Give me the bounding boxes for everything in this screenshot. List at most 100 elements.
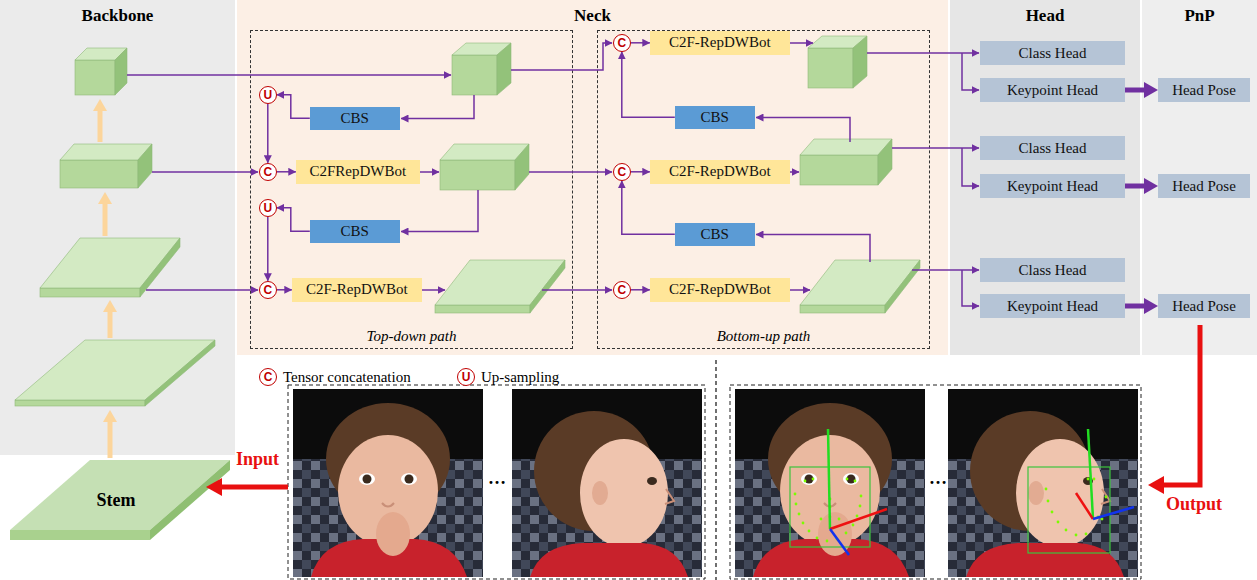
keypoint-head-box: Keypoint Head: [980, 294, 1125, 318]
concat-node: C: [613, 34, 631, 52]
group-label: Top-down path: [367, 328, 457, 345]
output-arrow: [1162, 325, 1200, 485]
pose-arrow: [1125, 88, 1146, 93]
input-photo: [293, 389, 483, 577]
upsample-node: U: [259, 86, 277, 104]
cbs-block: CBS: [310, 220, 400, 243]
block-label: Head Pose: [1172, 298, 1236, 315]
pose-arrow: [1125, 184, 1146, 189]
c2f-block: C2FRepDWBot: [296, 160, 420, 184]
group-label: Bottom-up path: [717, 328, 811, 345]
path-group: Top-down pathCBSUCC2FRepDWBotCBSUCC2F-Re…: [250, 30, 573, 349]
block-label: CBS: [701, 109, 729, 126]
flow-connector: [631, 171, 650, 173]
flow-connector: [622, 181, 675, 235]
flow-connector: [277, 171, 296, 173]
flow-connector: [277, 208, 310, 232]
panel-title: Backbone: [82, 6, 154, 26]
block-label: Keypoint Head: [1007, 178, 1098, 195]
flow-connector: [631, 42, 650, 44]
block-label: Stem: [97, 490, 136, 511]
block-label: Keypoint Head: [1007, 298, 1098, 315]
c2f-block: C2F-RepDWBot: [292, 278, 422, 302]
concat-node: C: [259, 281, 277, 299]
op-letter: C: [264, 371, 273, 383]
head-pose-box: Head Pose: [1158, 174, 1250, 198]
flow-connector: [622, 52, 675, 118]
op-letter: C: [617, 166, 626, 178]
input-photo: [512, 389, 702, 577]
feature-map: [15, 48, 215, 406]
block-label: Head Pose: [1172, 178, 1236, 195]
flow-label: Input: [236, 449, 279, 470]
feature-map: [435, 36, 920, 313]
head-pose-box: Head Pose: [1158, 78, 1250, 102]
flow-connector: [267, 217, 269, 281]
op-letter: C: [263, 166, 272, 178]
concat-node: C: [259, 163, 277, 181]
output-photo: [948, 389, 1138, 577]
cbs-block: CBS: [675, 223, 755, 246]
block-label: C2F-RepDWBot: [306, 281, 408, 298]
op-letter: U: [263, 202, 272, 214]
block-label: C2F-RepDWBot: [669, 163, 771, 180]
path-group: Bottom-up pathCC2F-RepDWBotCBSCC2F-RepDW…: [597, 30, 930, 349]
legend-item: U Up-sampling: [457, 368, 559, 386]
block-label: CBS: [341, 110, 369, 127]
feature-wire: [127, 43, 979, 306]
head-pose-box: Head Pose: [1158, 294, 1250, 318]
output-photo: [735, 389, 925, 577]
pnp-panel: PnPHead PoseHead PoseHead Pose: [1142, 0, 1257, 355]
c2f-block: C2F-RepDWBot: [650, 278, 790, 302]
ellipsis: …: [929, 468, 947, 489]
separator: [715, 360, 716, 580]
class-head-box: Class Head: [980, 136, 1125, 160]
cbs-block: CBS: [675, 106, 755, 129]
neck-panel: NeckTop-down pathCBSUCC2FRepDWBotCBSUCC2…: [237, 0, 948, 355]
legend-text: Tensor concatenation: [283, 369, 411, 386]
backbone-panel: Backbone: [0, 0, 235, 455]
class-head-box: Class Head: [980, 41, 1125, 65]
block-label: C2F-RepDWBot: [669, 281, 771, 298]
pose-arrow: [1125, 304, 1146, 309]
legend-text: Up-sampling: [481, 369, 559, 386]
legend-sample: U: [457, 368, 475, 386]
ellipsis: …: [488, 468, 506, 489]
flow-arrow: [100, 109, 110, 458]
legend-sample: C: [259, 368, 277, 386]
panel-title: PnP: [1184, 6, 1214, 26]
legend-item: C Tensor concatenation: [259, 368, 411, 386]
op-letter: U: [462, 371, 471, 383]
panel-title: Neck: [574, 6, 611, 26]
class-head-box: Class Head: [980, 258, 1125, 282]
op-letter: U: [263, 89, 272, 101]
concat-node: C: [613, 163, 631, 181]
keypoint-head-box: Keypoint Head: [980, 174, 1125, 198]
block-label: Class Head: [1019, 45, 1087, 62]
op-letter: C: [617, 37, 626, 49]
block-label: Class Head: [1019, 140, 1087, 157]
upsample-node: U: [259, 199, 277, 217]
flow-connector: [267, 104, 269, 163]
c2f-block: C2F-RepDWBot: [650, 31, 790, 55]
block-label: Head Pose: [1172, 82, 1236, 99]
keypoint-head-box: Keypoint Head: [980, 78, 1125, 102]
output-frame: [730, 385, 1141, 579]
flow-connector: [277, 95, 310, 119]
block-label: CBS: [701, 226, 729, 243]
flow-connector: [277, 289, 292, 291]
input-arrow: [220, 485, 288, 490]
cbs-block: CBS: [310, 107, 400, 130]
block-label: Class Head: [1019, 262, 1087, 279]
block-label: CBS: [341, 223, 369, 240]
flow-label: Output: [1166, 494, 1222, 515]
op-letter: C: [617, 284, 626, 296]
head-panel: HeadClass HeadKeypoint HeadClass HeadKey…: [950, 0, 1140, 355]
panel-title: Head: [1026, 6, 1065, 26]
block-label: C2F-RepDWBot: [669, 34, 771, 51]
flow-connector: [631, 289, 650, 291]
input-frame: [288, 385, 705, 579]
c2f-block: C2F-RepDWBot: [650, 160, 790, 184]
concat-node: C: [613, 281, 631, 299]
op-letter: C: [263, 284, 272, 296]
